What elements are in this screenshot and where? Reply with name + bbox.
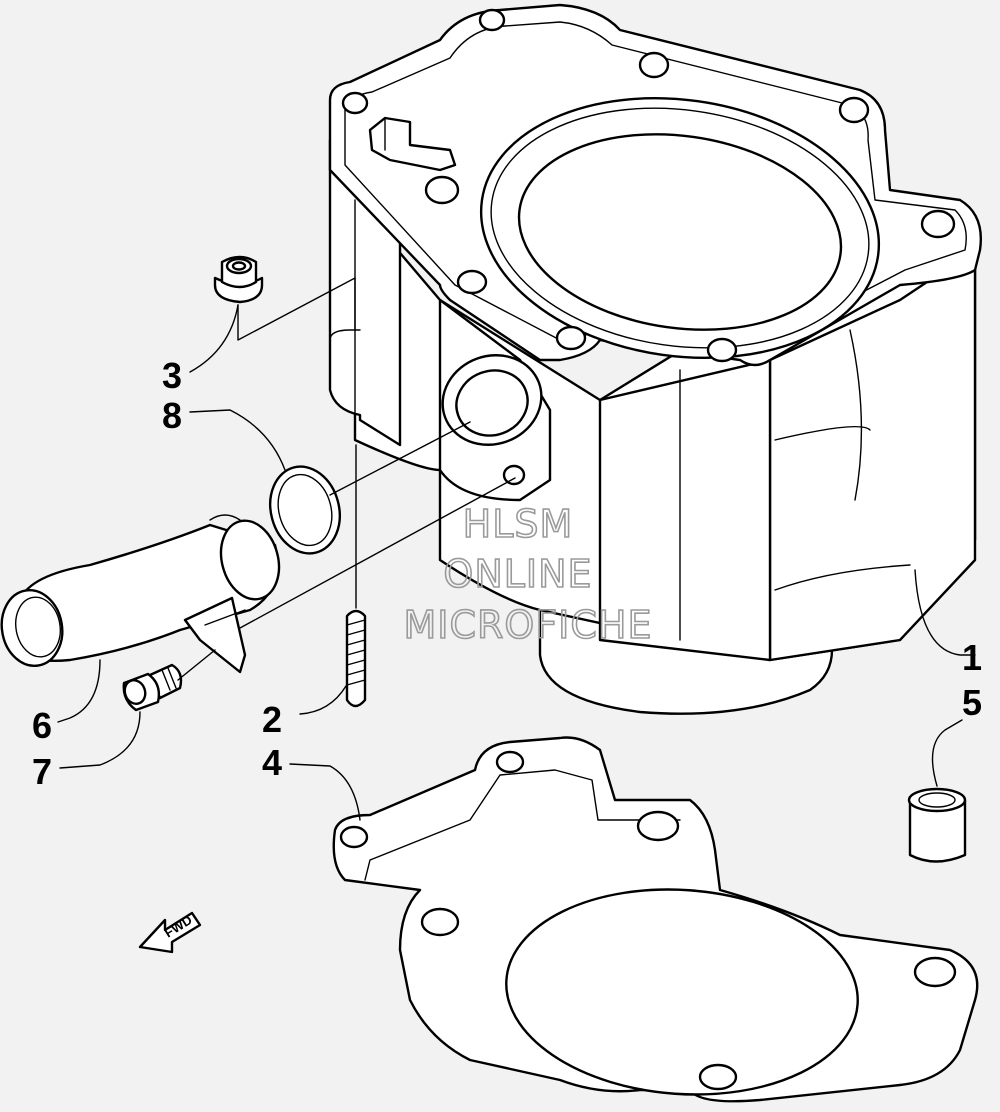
watermark: HLSM ONLINE MICROFICHE bbox=[403, 501, 653, 648]
dowel-part bbox=[907, 569, 976, 863]
fwd-direction-marker: FWD bbox=[138, 911, 202, 954]
callout-8: 8 bbox=[162, 395, 182, 436]
watermark-line-2: ONLINE bbox=[443, 552, 592, 596]
watermark-line-3: MICROFICHE bbox=[403, 603, 652, 647]
o-ring-part bbox=[269, 421, 471, 555]
callout-labels: 1 2 3 4 5 6 7 8 bbox=[32, 355, 982, 792]
watermark-line-1: HLSM bbox=[463, 502, 574, 546]
callout-3: 3 bbox=[162, 355, 182, 396]
stud-part bbox=[299, 444, 367, 715]
bolt-part bbox=[59, 649, 216, 769]
callout-2: 2 bbox=[262, 699, 282, 740]
flange-nut-part bbox=[213, 255, 356, 341]
base-gasket-part bbox=[289, 736, 979, 1103]
fwd-arrow-icon bbox=[138, 911, 202, 954]
callout-6: 6 bbox=[32, 705, 52, 746]
callout-4: 4 bbox=[262, 742, 282, 783]
cylinder-part bbox=[328, 3, 982, 715]
water-fitting-part bbox=[0, 477, 516, 723]
callout-5: 5 bbox=[962, 682, 982, 723]
callout-7: 7 bbox=[32, 751, 52, 792]
leader-lines bbox=[189, 304, 286, 471]
callout-1: 1 bbox=[962, 637, 982, 678]
